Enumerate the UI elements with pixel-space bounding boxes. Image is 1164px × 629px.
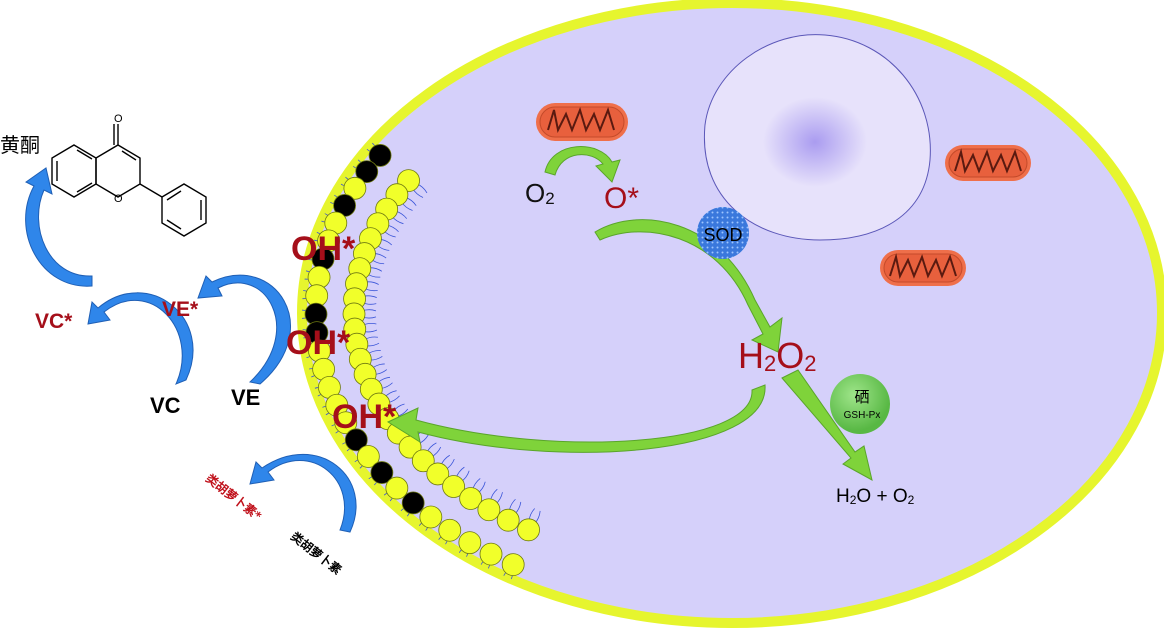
lipid-head <box>419 505 443 529</box>
oxidized-lipid-head <box>344 428 368 452</box>
lipid-head <box>477 498 501 522</box>
mitochondrion-icon <box>880 250 966 286</box>
lipid-head <box>343 176 367 200</box>
carotenoid-label: 类胡萝卜素 <box>288 529 345 578</box>
flavone-oxygen-atom: O <box>114 113 123 125</box>
lipid-head <box>385 476 409 500</box>
oxygen-label: O2 <box>525 178 555 208</box>
lipid-head <box>334 411 358 435</box>
vc-label: VC <box>150 393 181 418</box>
o2-main: O <box>525 178 545 208</box>
lipid-bilayer-icon <box>302 138 541 587</box>
vc-radical-label: VC* <box>35 310 73 333</box>
superoxide-label: O* <box>604 182 639 215</box>
vc-arrow <box>87 292 194 385</box>
products-h: H <box>836 486 850 507</box>
ve-radical-label: VE* <box>162 298 199 321</box>
products-label: H2O + O2 <box>836 486 915 507</box>
lipid-head <box>517 518 540 542</box>
lipid-head <box>496 508 520 532</box>
lipid-head <box>426 462 450 486</box>
lipid-head <box>411 449 435 473</box>
hydroxyl-radical-label: OH* <box>332 398 397 436</box>
lipid-head <box>479 542 503 566</box>
superoxide-to-h2o2-arrow <box>594 219 783 353</box>
oxidized-lipid-head <box>401 491 425 515</box>
mitochondrion-icon <box>536 103 628 141</box>
selenium-label: 硒 <box>854 388 869 406</box>
o2-subscript: 2 <box>545 189 554 208</box>
h2o2-h: H <box>738 335 764 376</box>
selenium-gsh-px-enzyme <box>830 374 890 434</box>
oxidized-lipid-head <box>370 461 394 484</box>
lipid-head <box>438 518 462 542</box>
hydroxyl-radical-label: OH* <box>291 230 356 268</box>
ve-label: VE <box>231 385 260 410</box>
lipid-head <box>458 531 482 555</box>
o2-to-superoxide-arrow <box>544 146 621 183</box>
products-mid: O + O <box>856 486 907 507</box>
sod-label: SOD <box>703 225 742 245</box>
lipid-head <box>356 445 380 468</box>
hydroxyl-radical-label: OH* <box>286 324 351 362</box>
h2o2-sub1: 2 <box>764 351 776 376</box>
h2o2-o: O <box>776 335 804 376</box>
gsh-px-label: GSH-Px <box>844 410 881 421</box>
carotenoid-arrow <box>249 453 357 533</box>
products-sub1: 2 <box>850 493 857 507</box>
flavone-label: 黄酮 <box>0 133 40 157</box>
sod-enzyme <box>697 207 749 259</box>
oxidized-lipid-head <box>368 144 392 167</box>
lipid-head <box>501 553 525 577</box>
mitochondrion-icon <box>945 145 1031 181</box>
lipid-head <box>459 487 483 510</box>
oxidized-lipid-head <box>355 160 379 183</box>
flavone-arrow <box>25 167 93 287</box>
h2o2-to-oh-arrow <box>386 384 766 453</box>
lipid-head <box>442 475 465 498</box>
h2o2-sub2: 2 <box>804 351 816 376</box>
flavone-molecule-icon <box>51 124 207 237</box>
h2o2-to-water-arrow <box>781 369 873 481</box>
h2o2-label: H2O2 <box>738 335 817 376</box>
nucleolus <box>763 97 867 187</box>
flavone-ring-oxygen-atom: O <box>114 193 123 205</box>
ve-arrow <box>197 274 291 385</box>
products-sub2: 2 <box>908 493 915 507</box>
